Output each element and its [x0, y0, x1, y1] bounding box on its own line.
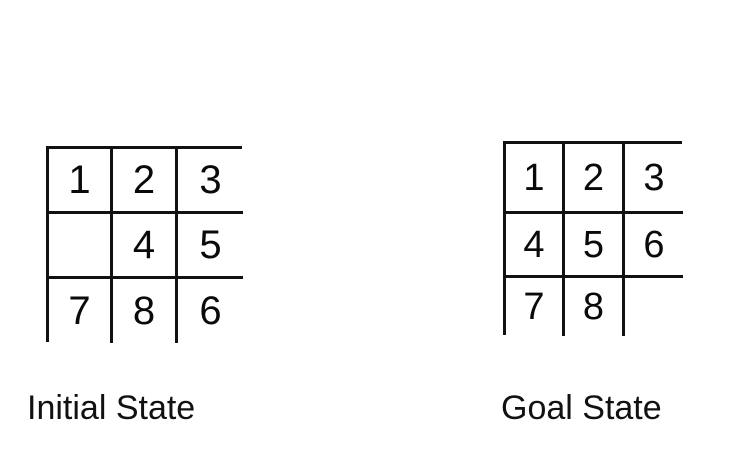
goal-tile-r2c3[interactable]: 6: [625, 214, 683, 278]
initial-tile-r1c2[interactable]: 2: [113, 149, 178, 214]
initial-state-caption: Initial State: [27, 389, 196, 427]
initial-tile-r3c3[interactable]: 6: [178, 279, 243, 343]
goal-state-board: 1 2 3 4 5 6 7 8: [503, 141, 683, 336]
initial-tile-r3c2[interactable]: 8: [113, 279, 178, 343]
initial-tile-r3c1[interactable]: 7: [49, 279, 113, 343]
goal-tile-r3c2[interactable]: 8: [565, 278, 625, 336]
goal-tile-r2c1[interactable]: 4: [506, 214, 565, 278]
initial-state-board: 1 2 3 4 5 7 8 6: [46, 146, 243, 343]
initial-tile-r1c3[interactable]: 3: [178, 149, 243, 214]
initial-tile-r1c1[interactable]: 1: [49, 149, 113, 214]
goal-tile-r3c3-blank[interactable]: [625, 278, 683, 336]
goal-tile-r1c1[interactable]: 1: [506, 144, 565, 214]
initial-tile-r2c1-blank[interactable]: [49, 214, 113, 279]
goal-state-caption: Goal State: [501, 389, 662, 427]
goal-tile-r3c1[interactable]: 7: [506, 278, 565, 336]
goal-tile-r1c2[interactable]: 2: [565, 144, 625, 214]
initial-tile-r2c3[interactable]: 5: [178, 214, 243, 279]
initial-tile-r2c2[interactable]: 4: [113, 214, 178, 279]
goal-tile-r1c3[interactable]: 3: [625, 144, 683, 214]
goal-tile-r2c2[interactable]: 5: [565, 214, 625, 278]
